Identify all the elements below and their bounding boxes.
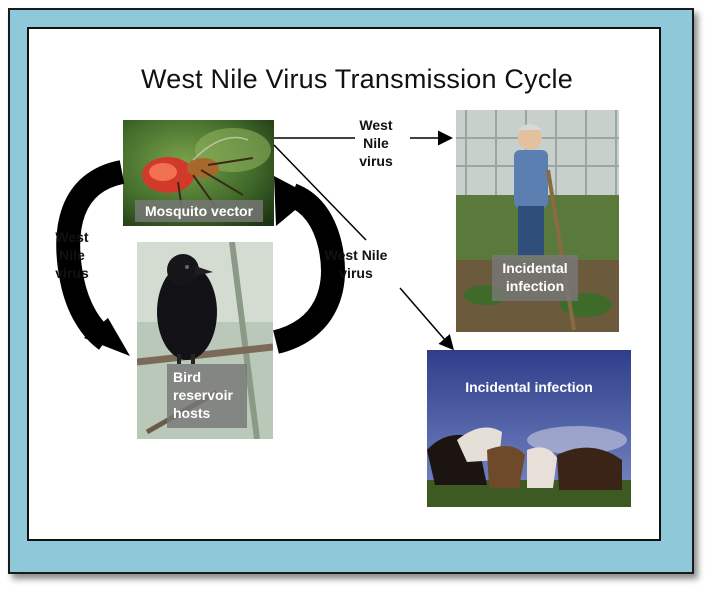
arrow-label-top-right-line-3: virus: [359, 153, 393, 169]
bird-label-line-3: hosts: [173, 405, 211, 421]
arrow-label-top-right-line-1: West: [359, 117, 393, 133]
bird-photo: Bird reservoir hosts: [137, 242, 273, 439]
horses-label: Incidental infection: [465, 379, 593, 395]
arrow-label-middle-line-1: West Nile: [324, 247, 388, 263]
arrow-label-middle: West Nile virus: [316, 246, 396, 282]
gardener-image: [456, 110, 619, 332]
arrow-label-middle-line-2: virus: [339, 265, 373, 281]
arrow-line-to-horses-upper: [273, 144, 367, 241]
left-curved-arrow-body: [56, 160, 125, 350]
human-label-line-2: infection: [505, 278, 565, 294]
left-curved-arrowhead: [84, 318, 130, 356]
human-label-line-1: Incidental: [502, 260, 568, 276]
arrow-label-left: West Nile virus: [44, 228, 100, 282]
right-curved-arrow-body: [272, 183, 345, 354]
arrow-label-top-right: West Nile virus: [346, 116, 406, 170]
mosquito-photo: Mosquito vector: [123, 120, 274, 226]
bird-label-line-2: reservoir: [173, 387, 233, 403]
arrow-to-horses: [399, 287, 454, 351]
mosquito-label: Mosquito vector: [135, 200, 263, 222]
human-label: Incidental infection: [492, 255, 578, 301]
crow-image: [137, 242, 273, 439]
diagram-title: West Nile Virus Transmission Cycle: [141, 64, 573, 94]
horses-photo: Incidental infection: [427, 350, 631, 507]
bird-label-line-1: Bird: [173, 369, 201, 385]
arrow-label-left-line-1: West: [55, 229, 89, 245]
human-photo: Incidental infection: [456, 110, 619, 332]
arrow-label-left-line-2: Nile: [59, 247, 85, 263]
right-curved-arrowhead: [274, 176, 312, 226]
arrow-label-top-right-line-2: Nile: [363, 135, 389, 151]
arrow-label-left-line-3: virus: [55, 265, 89, 281]
horses-image: [427, 350, 631, 507]
bird-label: Bird reservoir hosts: [167, 364, 247, 428]
